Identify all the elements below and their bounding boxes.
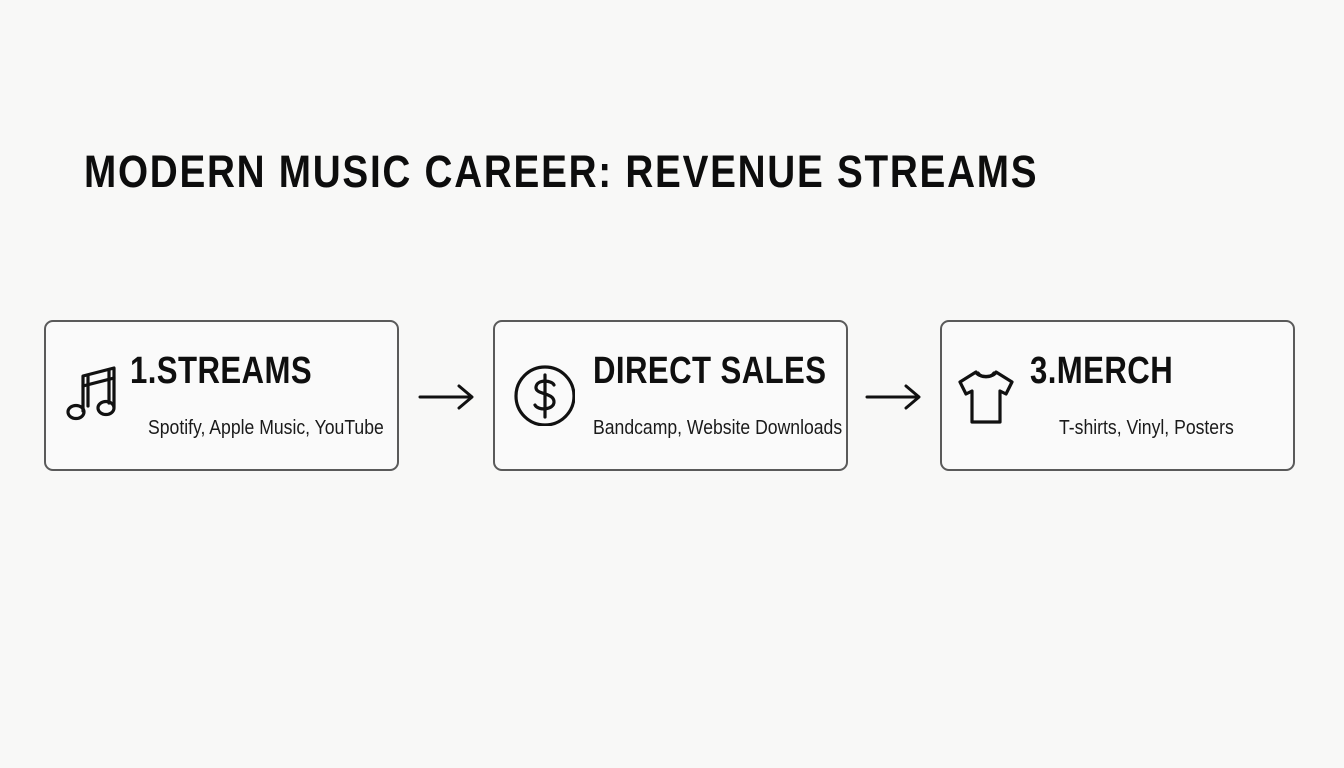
dollar-coin-icon — [511, 362, 575, 426]
step-label: DIRECT SALES — [593, 350, 827, 392]
step-card-streams: 1.STREAMS Spotify, Apple Music, YouTube — [44, 320, 399, 471]
step-description: Spotify, Apple Music, YouTube — [148, 417, 384, 439]
t-shirt-icon — [954, 364, 1018, 428]
step-card-merch: 3.MERCH T-shirts, Vinyl, Posters — [940, 320, 1295, 471]
step-card-direct-sales: DIRECT SALES Bandcamp, Website Downloads — [493, 320, 848, 471]
step-description: Bandcamp, Website Downloads — [593, 417, 843, 439]
step-description: T-shirts, Vinyl, Posters — [1059, 417, 1234, 439]
step-label: 1.STREAMS — [130, 350, 313, 392]
page-title: MODERN MUSIC CAREER: REVENUE STREAMS — [84, 146, 1039, 197]
step-label: 3.MERCH — [1030, 350, 1174, 392]
arrow-right-icon — [864, 380, 922, 414]
music-note-icon — [62, 362, 126, 426]
arrow-right-icon — [417, 380, 475, 414]
